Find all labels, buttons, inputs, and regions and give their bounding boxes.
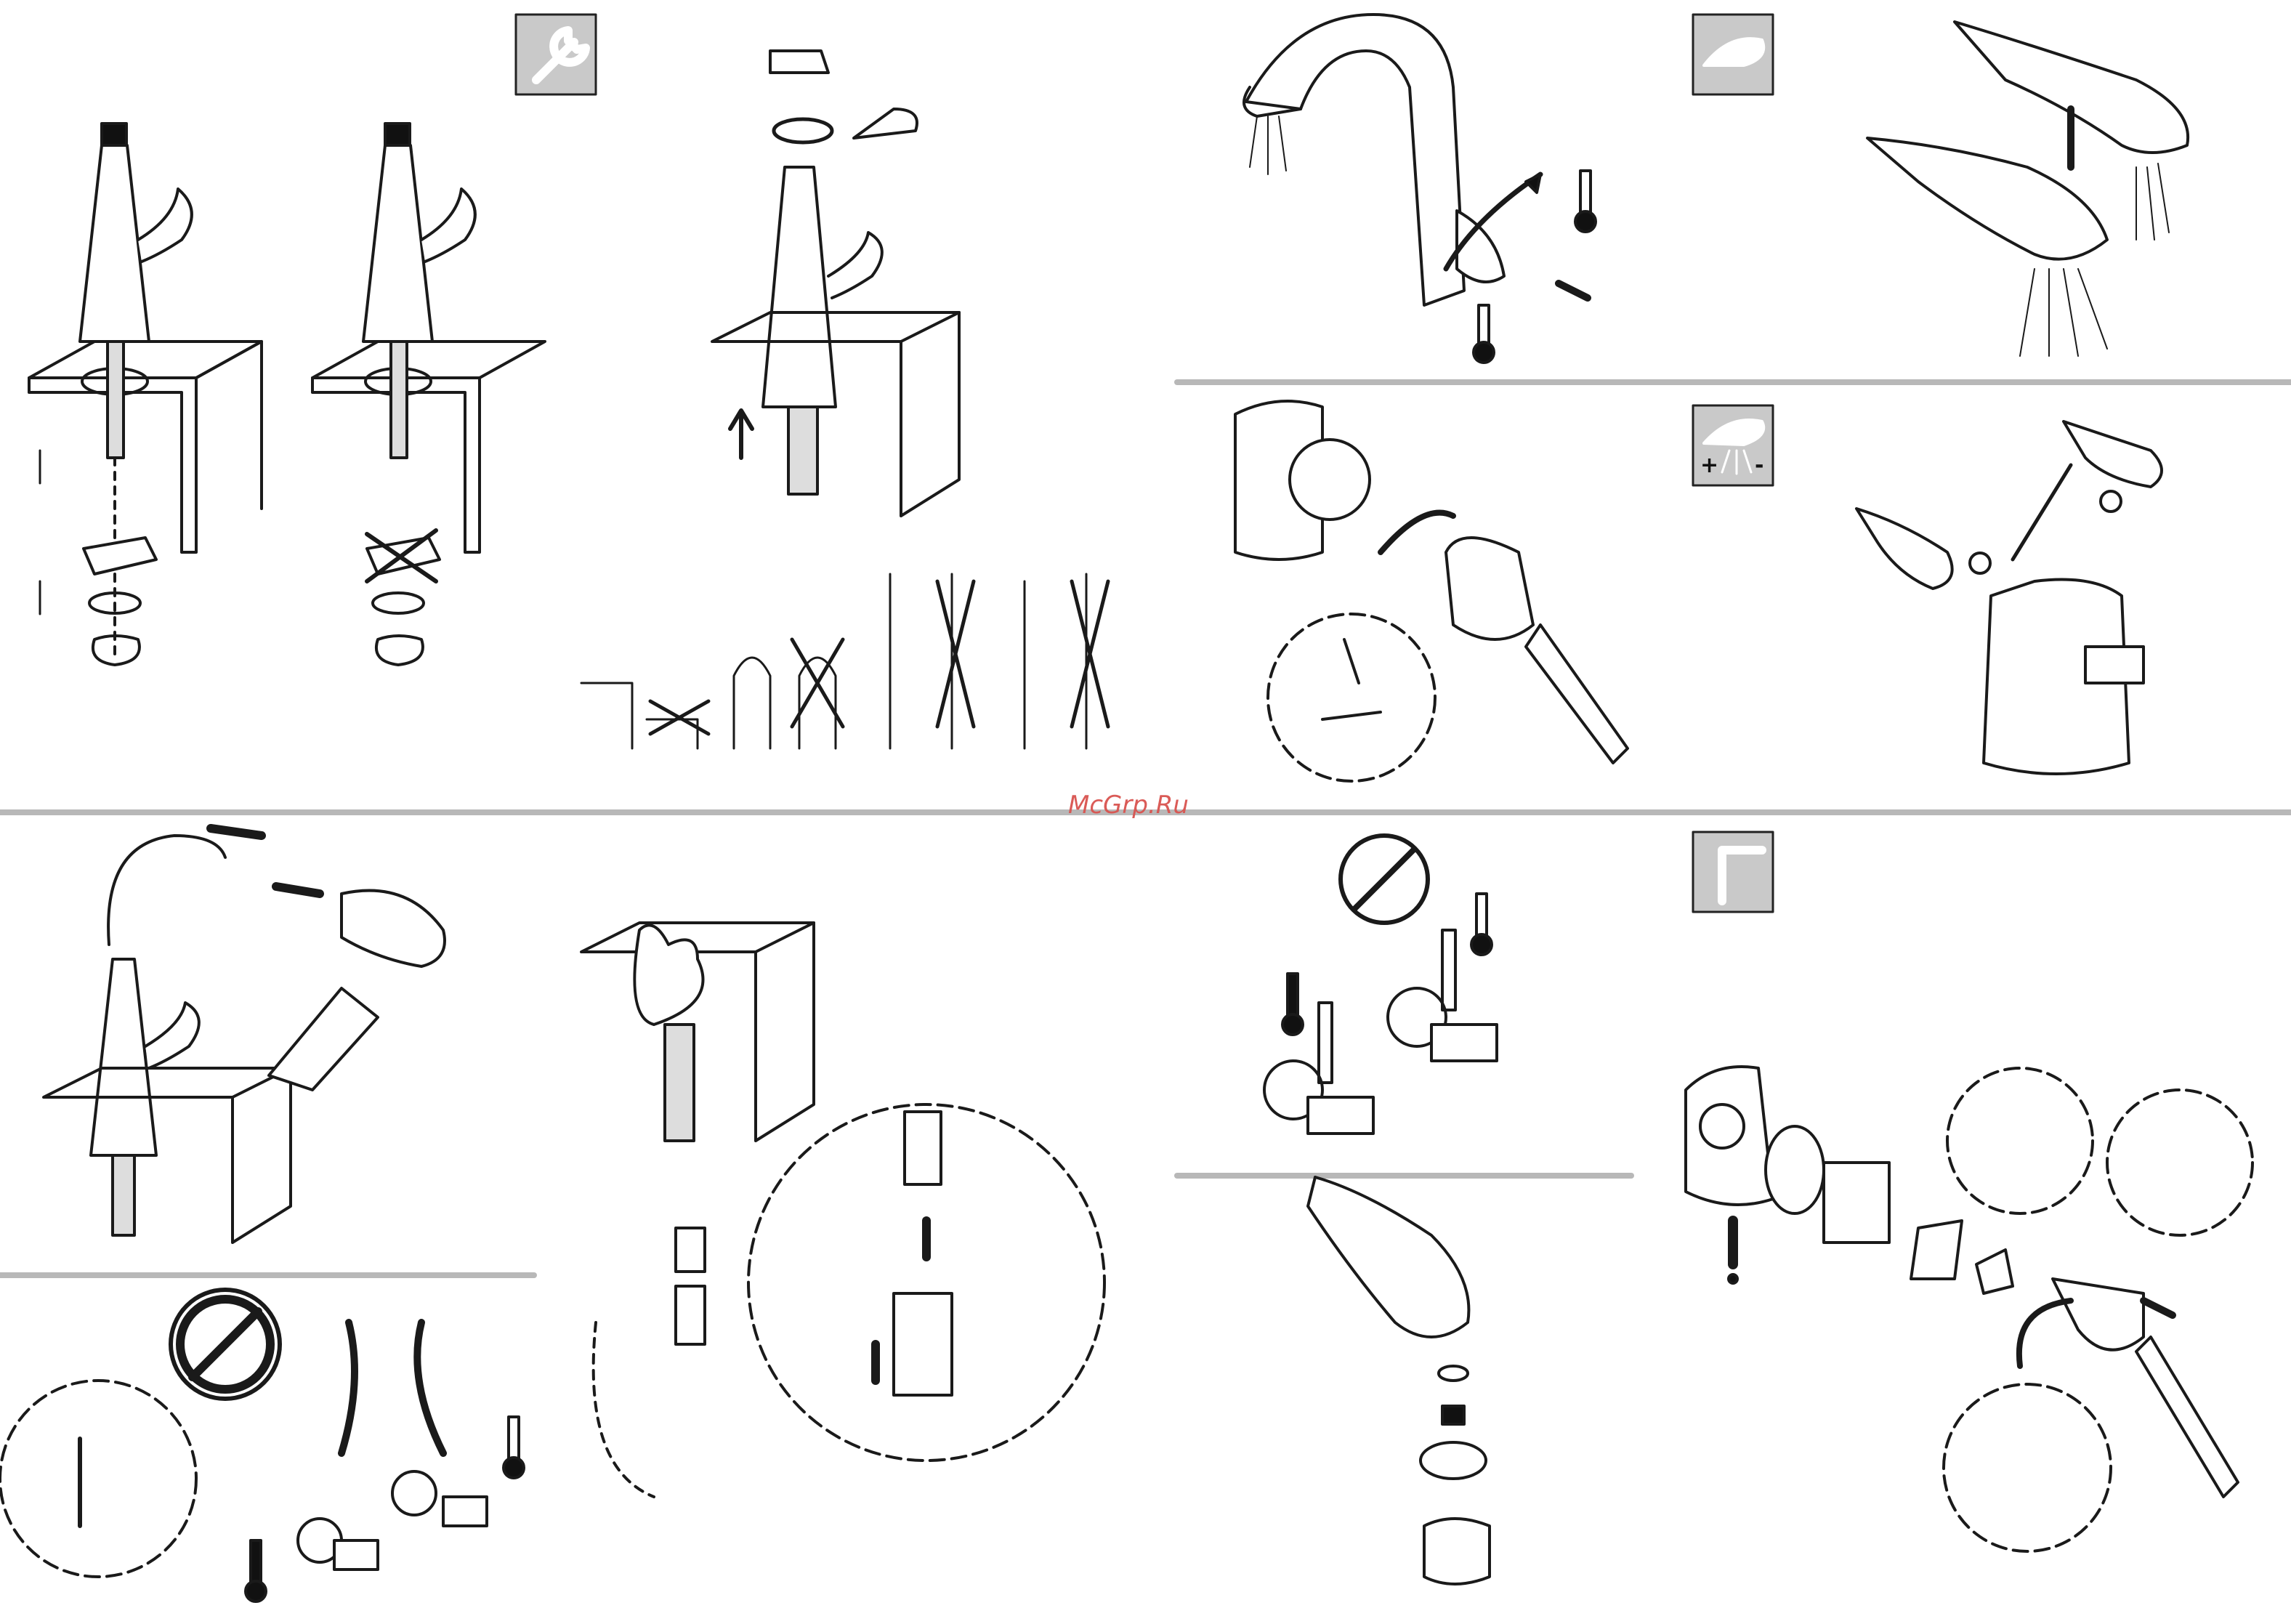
faucet-mounting-1 [29, 124, 262, 665]
spray-head-icon [1693, 15, 1773, 94]
flow-adjust-icon: + - [1693, 405, 1773, 485]
cartridge-handle-removal [1235, 401, 1628, 781]
svg-text:-: - [1755, 453, 1763, 478]
watermark: McGrp.Ru [1068, 791, 1228, 820]
angle-valves-no-drops [0, 1290, 524, 1601]
cartridge-exploded-view [1686, 1067, 2252, 1551]
wrench-icon [516, 15, 596, 94]
pullout-hose-connection [44, 828, 445, 1243]
faucet-temperature-control [1244, 15, 1596, 363]
faucet-mounting-3 [712, 51, 959, 516]
quick-connector [581, 923, 1104, 1497]
flushing-valves [1264, 836, 1497, 1134]
hex-key-icon [1693, 832, 1773, 912]
spray-head-disassembly [1308, 1177, 1490, 1584]
hose-bend-guide [581, 574, 1108, 748]
faucet-mounting-2 [312, 124, 545, 665]
flow-limiter-adjust [1856, 421, 2162, 774]
spray-head-pair [1867, 22, 2188, 356]
svg-text:+: + [1700, 453, 1718, 478]
